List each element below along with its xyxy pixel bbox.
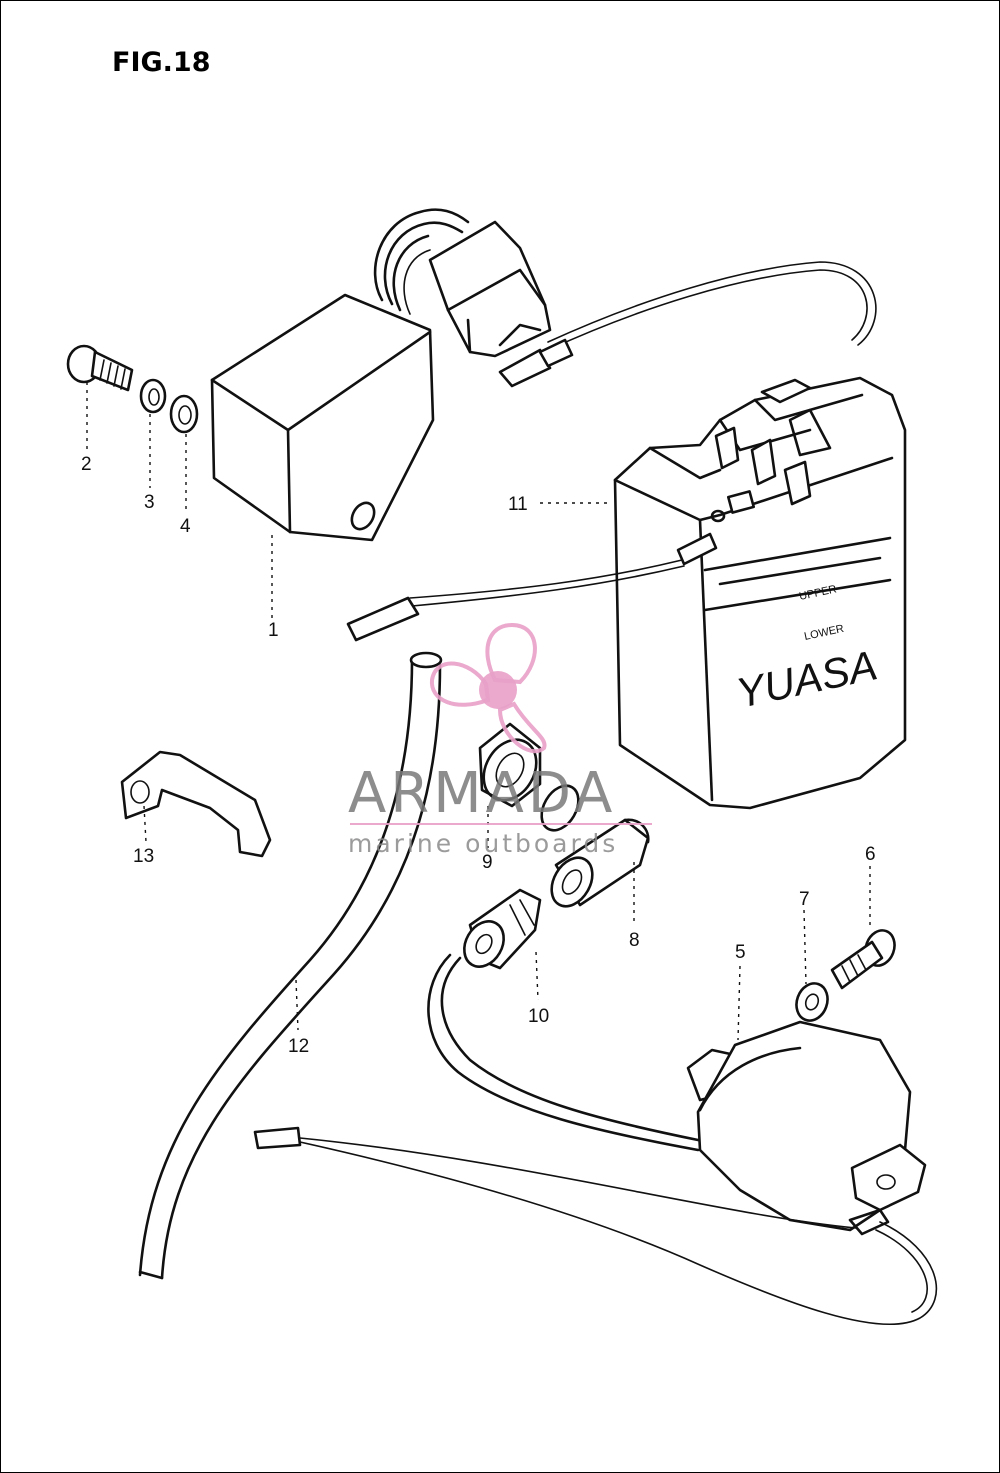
cdi-unit (210, 208, 877, 542)
figure-title: FIG.18 (112, 47, 210, 78)
part-number-3: 3 (144, 492, 155, 513)
washer-4 (169, 394, 199, 434)
lock-washer-3 (139, 378, 167, 414)
seal-ring (540, 784, 580, 832)
part-number-1: 1 (268, 620, 279, 641)
part-number-7: 7 (799, 889, 810, 910)
part-number-2: 2 (81, 454, 92, 475)
part-number-4: 4 (180, 516, 191, 537)
part-number-8: 8 (629, 930, 640, 951)
bolt-2 (66, 344, 134, 392)
hose-12 (138, 651, 443, 1280)
armada-watermark: ARMADA marine outboards (348, 622, 652, 858)
part-number-12: 12 (288, 1036, 309, 1057)
battery: UPPER LOWER YUASA (346, 376, 907, 810)
cap-9 (478, 722, 542, 808)
washer-7 (795, 982, 829, 1022)
bolt-6 (830, 929, 896, 990)
ignition-coil-5 (253, 953, 938, 1326)
bracket-13 (120, 750, 272, 858)
watermark-brand: ARMADA (348, 761, 616, 826)
part-labels: 1 2 3 4 5 6 7 8 9 10 11 12 13 (81, 454, 876, 1057)
plug-cap-8 (550, 818, 650, 908)
part-number-11: 11 (508, 494, 528, 515)
propeller-logo-icon (429, 622, 547, 754)
part-number-6: 6 (865, 844, 876, 865)
part-number-5: 5 (735, 942, 746, 963)
watermark-tagline: marine outboards (348, 829, 618, 858)
part-number-9: 9 (482, 852, 493, 873)
boot-10 (463, 888, 542, 970)
part-number-10: 10 (528, 1006, 549, 1027)
part-number-13: 13 (133, 846, 154, 867)
leader-lines (86, 382, 871, 1041)
